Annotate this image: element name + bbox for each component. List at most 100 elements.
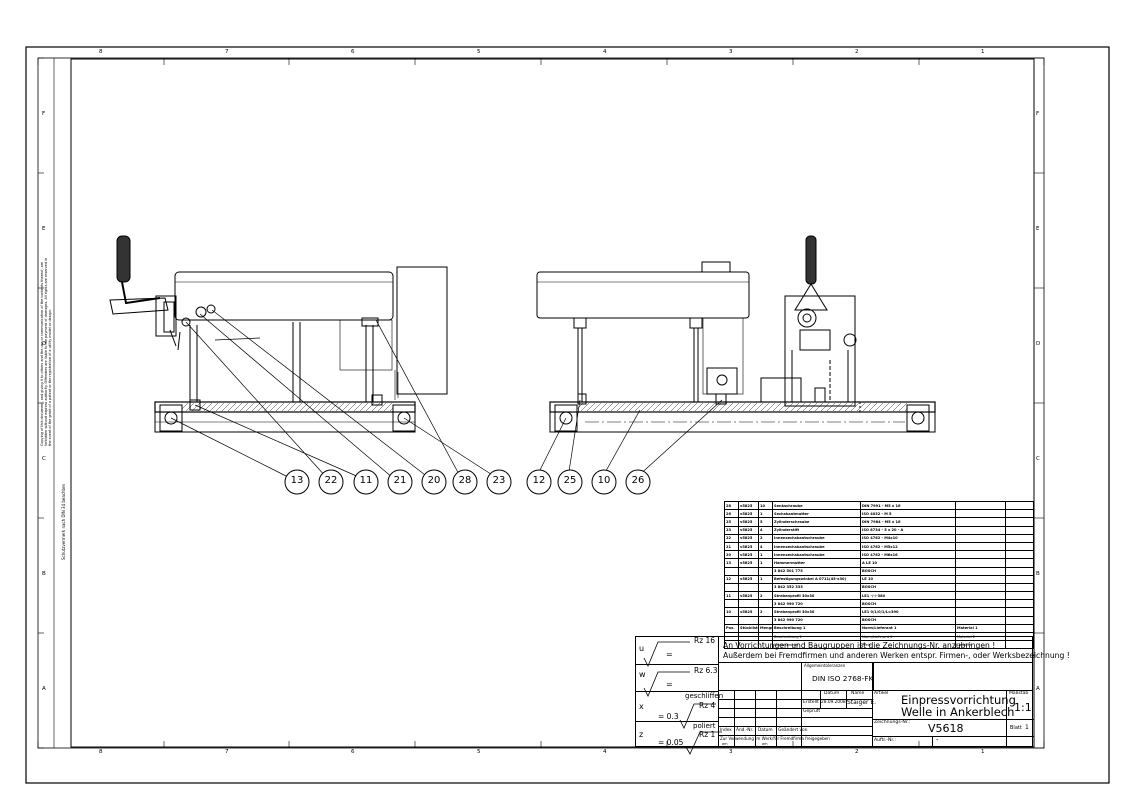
parts-cell: 21	[724, 541, 739, 552]
parts-cell	[1005, 541, 1034, 552]
parts-cell: 2	[758, 533, 773, 543]
drawing-title-1: Einpressvorrichtung	[901, 693, 1016, 707]
parts-cell	[738, 615, 759, 625]
datum-label: Datum	[824, 691, 840, 696]
rev-h-and: Ånd.-Nr.	[736, 728, 754, 733]
zone-bottom-2: 2	[855, 749, 859, 755]
parts-cell	[738, 582, 759, 593]
balloon-11: 11	[359, 475, 373, 486]
zone-left-A: A	[42, 686, 46, 692]
parts-cell: v5825	[738, 591, 759, 601]
zone-bottom-1: 1	[981, 749, 985, 755]
parts-cell: 4	[758, 525, 773, 535]
parts-cell	[758, 615, 773, 625]
parts-cell	[955, 599, 1006, 609]
parts-cell	[955, 550, 1006, 560]
erstellt-date: 28.09.2008	[821, 700, 846, 705]
zone-bottom-6: 6	[351, 749, 355, 755]
balloon-21: 21	[393, 475, 407, 486]
side-view	[784, 235, 861, 412]
parts-cell: ISO 4762 - M5x12	[860, 541, 956, 552]
zone-ticks	[37, 57, 1045, 749]
parts-cell	[1005, 640, 1034, 650]
drawing-no: V5618	[928, 722, 964, 735]
tolerance-label: Allgemeintoleranzen	[804, 663, 846, 668]
drawing-title-2: Welle in Ankerblech	[901, 705, 1015, 719]
parts-cell	[1005, 566, 1034, 576]
surface-u-eq: =	[666, 650, 673, 659]
zone-left-C: C	[42, 456, 46, 462]
parts-cell: LE 10	[860, 574, 956, 584]
zone-right-F: F	[1036, 111, 1040, 117]
parts-cell: Pos.	[724, 623, 739, 634]
parts-cell: v5825	[738, 509, 759, 519]
parts-cell	[724, 566, 739, 576]
parts-cell: 4	[758, 541, 773, 552]
parts-cell: Strebenprofil 30x30	[772, 591, 861, 601]
zone-right-D: D	[1036, 341, 1041, 347]
balloon-10: 10	[597, 475, 611, 486]
parts-cell: v5825	[738, 558, 759, 568]
parts-cell: Sechskantmutter	[772, 509, 861, 519]
parts-cell: A LE 10	[860, 558, 956, 568]
surface-z-letter: z	[639, 730, 644, 739]
balloon-23: 23	[492, 475, 506, 486]
parts-cell: v5825	[738, 500, 759, 511]
tolerance-value: DIN ISO 2768-FK	[812, 674, 874, 683]
parts-cell: Zylinderschraube	[772, 517, 861, 527]
parts-cell: 10	[724, 607, 739, 617]
surface-z-note: poliert	[693, 722, 716, 730]
balloon-circle-25	[557, 469, 583, 495]
parts-cell	[955, 517, 1006, 527]
zone-bottom-8: 8	[99, 749, 103, 755]
erstellt-name: Staiger E.	[847, 699, 877, 706]
parts-cell: v5825	[738, 533, 759, 543]
order-value: -	[936, 736, 939, 744]
zone-bottom-3: 3	[729, 749, 733, 755]
parts-cell	[758, 566, 773, 576]
leaders-front	[535, 399, 723, 479]
parts-cell: 1	[758, 509, 773, 519]
parts-cell	[1005, 525, 1034, 535]
parts-cell: BOSCH	[860, 599, 956, 609]
zone-top-2: 2	[855, 49, 859, 55]
parts-cell	[955, 591, 1006, 601]
leaders-left	[170, 309, 498, 479]
left-view	[109, 235, 448, 433]
parts-cell: 3 842 990 720	[772, 599, 861, 609]
parts-cell	[724, 615, 739, 625]
artikel-label: Artikel	[874, 691, 889, 696]
clamp-handle-left	[116, 235, 131, 283]
drawing-no-label: Zeichnungs-Nr.:	[874, 720, 911, 725]
surface-w-value: Rz 6.3	[694, 666, 718, 675]
surface-z-prefix: = 0.05	[658, 738, 684, 747]
parts-cell	[955, 582, 1006, 593]
parts-cell: 12	[724, 574, 739, 584]
parts-cell	[955, 615, 1006, 625]
zone-top-1: 1	[981, 49, 985, 55]
parts-cell: LE1 0/1/0/1/L=390	[860, 607, 956, 617]
note-line-1: An Vorrichtungen und Baugruppen ist die …	[723, 641, 996, 650]
parts-cell: Beschreibung 1	[772, 623, 861, 634]
parts-cell: Innensechskantschraube	[772, 550, 861, 560]
scale-value: 1:1	[1014, 701, 1032, 714]
surface-u-letter: u	[639, 644, 645, 653]
parts-cell: Innensechskantschraube	[772, 541, 861, 552]
parts-cell	[955, 500, 1006, 511]
surface-w-eq: =	[666, 680, 673, 689]
balloon-26: 26	[631, 475, 645, 486]
balloon-20: 20	[427, 475, 441, 486]
parts-cell	[1005, 550, 1034, 560]
parts-cell: 3 842 501 775	[772, 566, 861, 576]
zone-right-A: A	[1036, 686, 1040, 692]
parts-cell	[724, 599, 739, 609]
